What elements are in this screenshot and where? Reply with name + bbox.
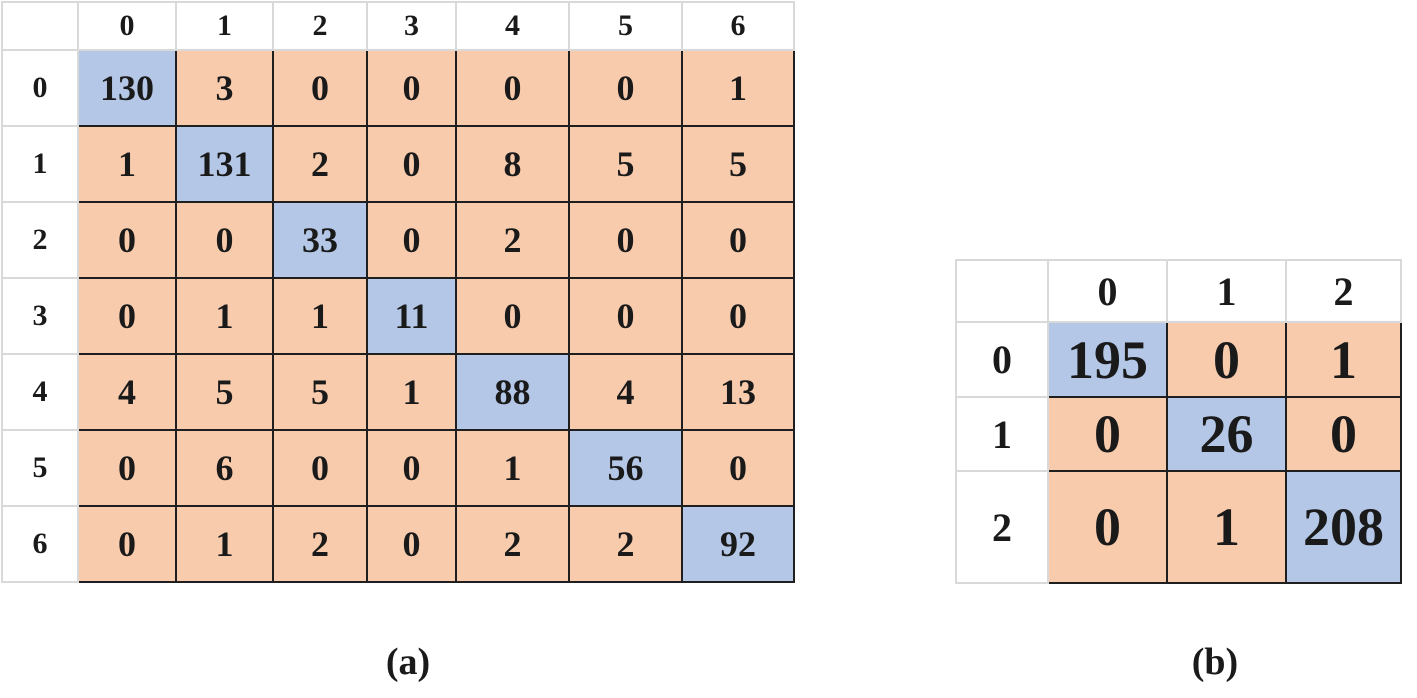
- row-label-a-5: 5: [1, 429, 79, 507]
- row-label-a-3: 3: [1, 277, 79, 355]
- cell-a-2-1: 0: [175, 201, 274, 279]
- cell-a-1-6: 5: [681, 125, 795, 203]
- cell-b-1-2: 0: [1285, 396, 1402, 472]
- cell-a-6-0: 0: [77, 505, 177, 583]
- cell-a-1-1: 131: [175, 125, 274, 203]
- cell-a-2-5: 0: [568, 201, 683, 279]
- corner-cell: [1, 1, 79, 51]
- cell-a-3-5: 0: [568, 277, 683, 355]
- cell-b-0-0: 195: [1047, 321, 1168, 398]
- cell-a-4-1: 5: [175, 353, 274, 431]
- cell-a-0-1: 3: [175, 49, 274, 127]
- col-label-b-1: 1: [1166, 259, 1287, 323]
- caption-a: (a): [385, 641, 431, 683]
- col-label-a-6: 6: [681, 1, 795, 51]
- cell-a-3-4: 0: [455, 277, 570, 355]
- cell-a-6-3: 0: [366, 505, 457, 583]
- row-label-a-0: 0: [1, 49, 79, 127]
- cell-b-0-2: 1: [1285, 321, 1402, 398]
- cell-a-4-2: 5: [272, 353, 368, 431]
- col-label-a-3: 3: [366, 1, 457, 51]
- caption-b: (b): [1191, 641, 1239, 683]
- col-label-b-2: 2: [1285, 259, 1402, 323]
- col-label-a-1: 1: [175, 1, 274, 51]
- cell-a-5-6: 0: [681, 429, 795, 507]
- cell-a-4-5: 4: [568, 353, 683, 431]
- cell-a-2-6: 0: [681, 201, 795, 279]
- cell-a-5-2: 0: [272, 429, 368, 507]
- cell-a-2-2: 33: [272, 201, 368, 279]
- cell-b-2-0: 0: [1047, 470, 1168, 584]
- cell-a-3-0: 0: [77, 277, 177, 355]
- col-label-a-0: 0: [77, 1, 177, 51]
- cell-a-1-0: 1: [77, 125, 177, 203]
- cell-a-5-1: 6: [175, 429, 274, 507]
- cell-a-2-0: 0: [77, 201, 177, 279]
- cell-a-5-4: 1: [455, 429, 570, 507]
- cell-b-1-1: 26: [1166, 396, 1287, 472]
- cell-a-0-5: 0: [568, 49, 683, 127]
- cell-b-0-1: 0: [1166, 321, 1287, 398]
- cell-a-3-3: 11: [366, 277, 457, 355]
- corner-cell: [955, 259, 1049, 323]
- row-label-a-4: 4: [1, 353, 79, 431]
- cell-a-5-3: 0: [366, 429, 457, 507]
- col-label-a-2: 2: [272, 1, 368, 51]
- cell-a-6-6: 92: [681, 505, 795, 583]
- col-label-a-5: 5: [568, 1, 683, 51]
- cell-a-1-2: 2: [272, 125, 368, 203]
- cell-a-3-1: 1: [175, 277, 274, 355]
- cell-a-0-6: 1: [681, 49, 795, 127]
- row-label-b-1: 1: [955, 396, 1049, 472]
- cell-a-3-6: 0: [681, 277, 795, 355]
- cell-a-1-5: 5: [568, 125, 683, 203]
- col-label-b-0: 0: [1047, 259, 1168, 323]
- row-label-b-0: 0: [955, 321, 1049, 398]
- row-label-a-6: 6: [1, 505, 79, 583]
- cell-a-4-0: 4: [77, 353, 177, 431]
- row-label-a-2: 2: [1, 201, 79, 279]
- cell-a-0-4: 0: [455, 49, 570, 127]
- cell-b-2-2: 208: [1285, 470, 1402, 584]
- cell-a-2-3: 0: [366, 201, 457, 279]
- row-label-a-1: 1: [1, 125, 79, 203]
- cell-a-2-4: 2: [455, 201, 570, 279]
- cell-a-6-2: 2: [272, 505, 368, 583]
- cell-a-1-3: 0: [366, 125, 457, 203]
- cell-a-4-3: 1: [366, 353, 457, 431]
- col-label-a-4: 4: [455, 1, 570, 51]
- cell-a-0-2: 0: [272, 49, 368, 127]
- cell-a-6-1: 1: [175, 505, 274, 583]
- cell-b-1-0: 0: [1047, 396, 1168, 472]
- cell-a-4-4: 88: [455, 353, 570, 431]
- row-label-b-2: 2: [955, 470, 1049, 584]
- cell-a-3-2: 1: [272, 277, 368, 355]
- cell-a-4-6: 13: [681, 353, 795, 431]
- cell-a-1-4: 8: [455, 125, 570, 203]
- cell-a-0-3: 0: [366, 49, 457, 127]
- cell-a-6-4: 2: [455, 505, 570, 583]
- cell-a-6-5: 2: [568, 505, 683, 583]
- cell-a-0-0: 130: [77, 49, 177, 127]
- cell-b-2-1: 1: [1166, 470, 1287, 584]
- cell-a-5-5: 56: [568, 429, 683, 507]
- cell-a-5-0: 0: [77, 429, 177, 507]
